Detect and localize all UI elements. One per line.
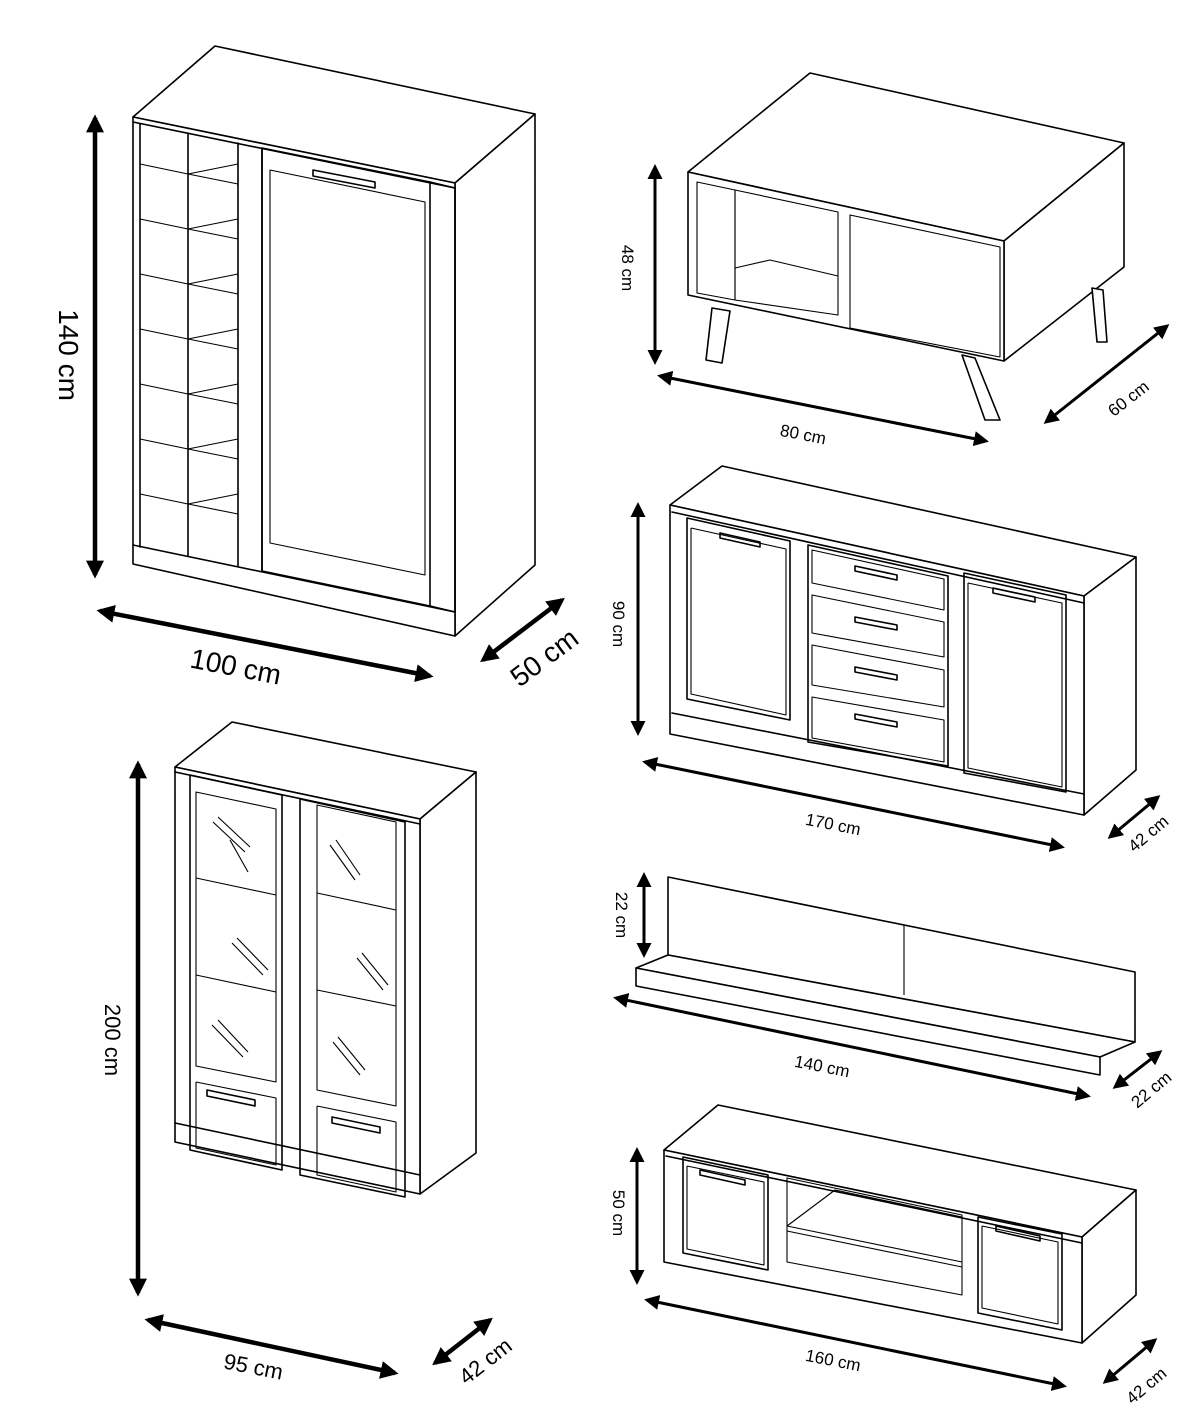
vitrine-right-door (299, 798, 406, 1198)
vitrine-drawing (174, 721, 477, 1198)
wall-shelf-drawing (635, 876, 1136, 1076)
wine-rack-cells (139, 163, 239, 515)
dimension-arrows (86, 114, 1170, 1391)
tv-stand-width-label: 160 cm (804, 1346, 862, 1375)
wine-cabinet-handle (312, 169, 376, 189)
tv-stand-left-door (682, 1156, 769, 1271)
wine-cabinet-height-label: 140 cm (53, 309, 84, 401)
tv-stand-depth-label: 42 cm (1123, 1364, 1171, 1408)
vitrine-left-door (189, 774, 283, 1171)
tv-stand-drawing (663, 1104, 1137, 1344)
tv-stand-height-label: 50 cm (609, 1190, 628, 1236)
sideboard-drawing (669, 465, 1137, 816)
wine-cabinet-drawing (132, 45, 536, 637)
sideboard-width-label: 170 cm (804, 810, 862, 839)
vitrine-height-label: 200 cm (100, 1004, 125, 1076)
wall-shelf-width-label: 140 cm (793, 1052, 851, 1081)
wall-shelf-height-label: 22 cm (612, 892, 631, 938)
coffee-table-depth-label: 60 cm (1105, 377, 1153, 420)
vitrine-width-label: 95 cm (222, 1349, 286, 1385)
sideboard-height-label: 90 cm (609, 601, 628, 647)
wine-cabinet-width-label: 100 cm (188, 643, 284, 691)
coffee-table-drawing (687, 72, 1125, 421)
coffee-table-width-label: 80 cm (779, 421, 828, 448)
tv-stand-open-shelf (786, 1177, 963, 1296)
sideboard-left-door (686, 517, 791, 721)
coffee-table-height-label: 48 cm (618, 245, 637, 291)
wall-shelf-depth-label: 22 cm (1128, 1068, 1176, 1112)
